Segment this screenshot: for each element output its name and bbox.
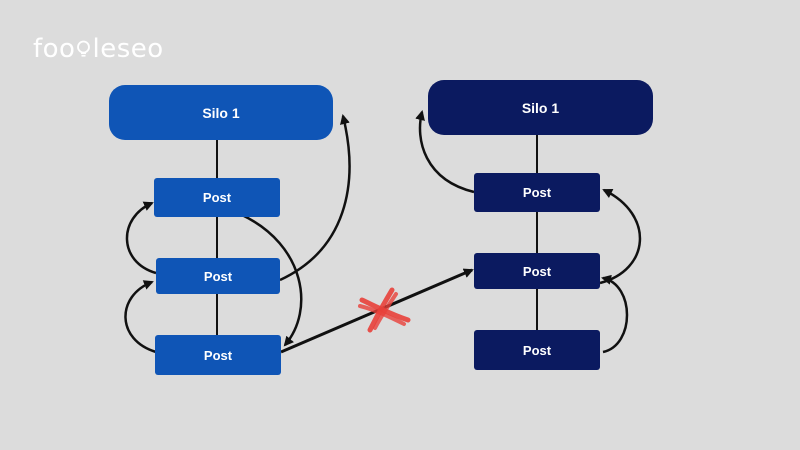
left-post-node-1: Post (154, 178, 280, 217)
left-post-label-3: Post (203, 347, 233, 363)
right-post-node-3: Post (474, 330, 600, 370)
logo-text-start: foo (33, 34, 76, 64)
arrow-right-post2-to-post1 (599, 188, 642, 285)
brand-logo: foo leseo (33, 34, 164, 64)
right-silo-label: Silo 1 (521, 99, 560, 116)
arrow-right-post3-to-post2 (601, 274, 629, 354)
blocked-x-mark (358, 287, 411, 333)
right-silo-node: Silo 1 (428, 80, 653, 135)
arrow-left-post3-to-post2 (124, 280, 157, 354)
left-post-node-2: Post (156, 258, 280, 294)
right-post-label-2: Post (522, 263, 552, 279)
right-post-node-1: Post (474, 173, 600, 212)
left-silo-node: Silo 1 (109, 85, 333, 140)
arrow-left-post2-to-silo (279, 114, 351, 282)
lightbulb-icon (77, 40, 91, 57)
right-post-node-2: Post (474, 253, 600, 289)
left-post-label-2: Post (203, 268, 233, 284)
left-post-label-1: Post (202, 190, 232, 205)
right-post-label-3: Post (522, 342, 552, 358)
arrow-right-post1-to-silo (415, 110, 475, 194)
arrow-left-post2-to-post1 (125, 201, 157, 275)
logo-text-end: leseo (92, 34, 164, 64)
arrow-left-post1-to-post3 (241, 213, 303, 347)
left-post-node-3: Post (155, 335, 281, 375)
right-post-label-1: Post (522, 185, 552, 200)
left-silo-label: Silo 1 (202, 104, 240, 121)
